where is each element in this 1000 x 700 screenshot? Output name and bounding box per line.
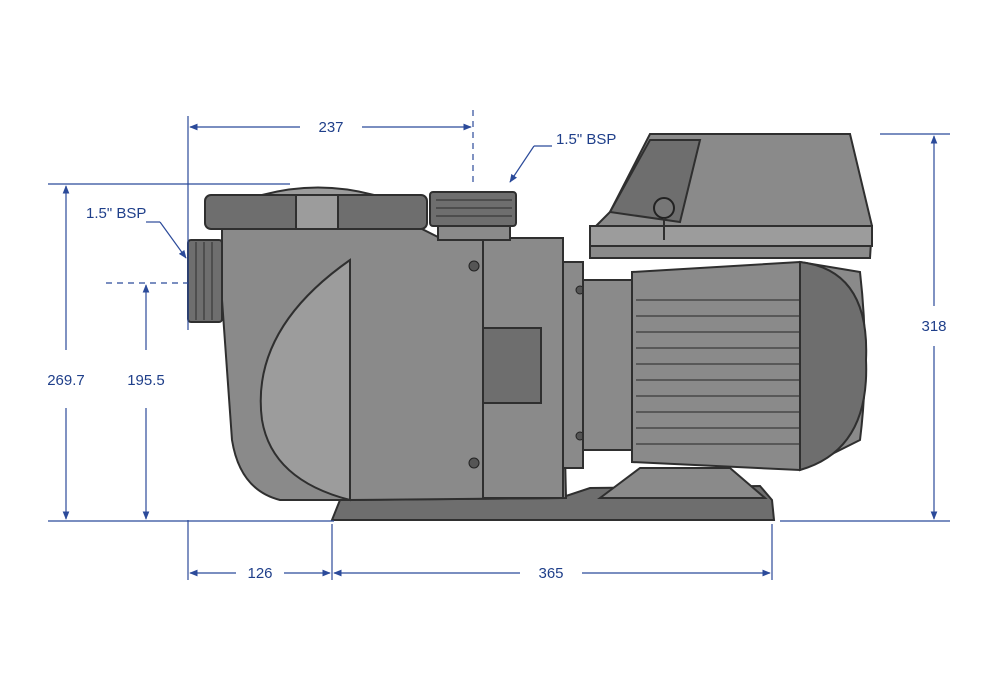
motor-fins: [636, 299, 800, 445]
dimension-bottom-365: 365: [333, 524, 773, 582]
outlet-neck: [437, 225, 511, 241]
dimension-left-269-7: 269.7: [47, 183, 334, 522]
dimension-bottom-126: 126: [187, 520, 333, 582]
dim-269-7-label: 269.7: [47, 372, 85, 389]
pump-illustration: [187, 133, 874, 521]
lid-top: [261, 186, 375, 196]
dimension-right-318: 318: [780, 133, 950, 522]
bolt-bottom: [468, 457, 480, 469]
motor-foot: [597, 467, 768, 499]
bolt-top: [468, 260, 480, 272]
pot-curve: [259, 258, 351, 502]
outlet-bsp-label: 1.5" BSP: [556, 131, 616, 148]
outlet-callout: 1.5" BSP: [509, 131, 616, 183]
dimension-top-237: 237: [187, 110, 474, 330]
lid-center: [295, 194, 339, 230]
motor-fan-cover: [799, 260, 868, 472]
dim-318-label: 318: [921, 318, 946, 335]
dim-365-label: 365: [538, 565, 563, 582]
motor-shaft-housing: [582, 279, 636, 451]
dim-126-label: 126: [247, 565, 272, 582]
inlet-port: [187, 239, 223, 323]
inlet-bsp-label: 1.5" BSP: [86, 205, 146, 222]
inlet-callout: 1.5" BSP: [86, 205, 187, 259]
dim-195-5-label: 195.5: [127, 372, 165, 389]
dimension-left-195-5: 195.5: [106, 282, 188, 520]
outlet-port: [429, 191, 517, 227]
control-box-face: [608, 139, 702, 224]
control-box-base: [589, 225, 873, 247]
dim-237-label: 237: [318, 119, 343, 136]
housing-recess: [482, 327, 542, 404]
control-knob: [653, 197, 675, 219]
